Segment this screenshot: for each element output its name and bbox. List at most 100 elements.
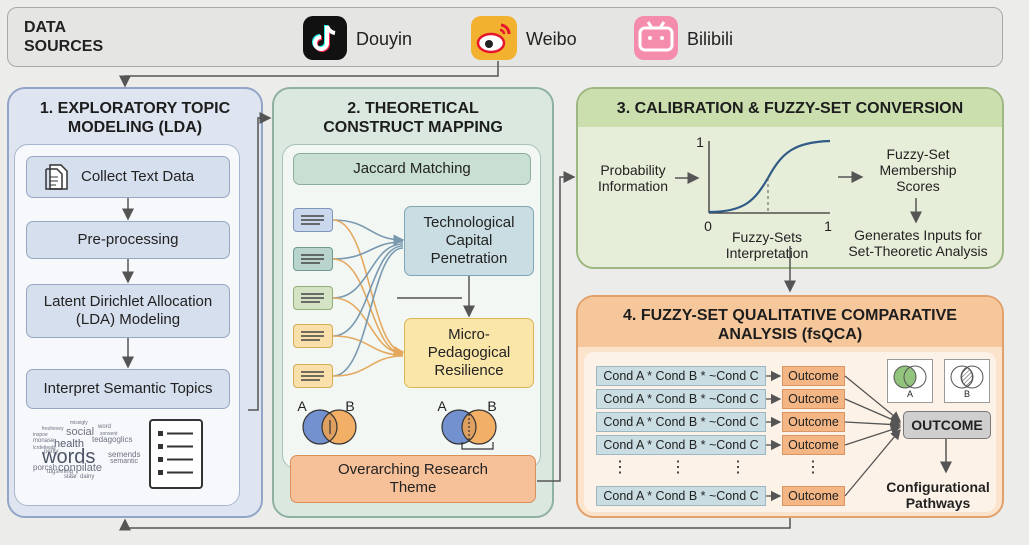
panel2-title-line1: 2. THEORETICAL — [347, 100, 479, 117]
weibo-label: Weibo — [526, 29, 577, 49]
pedagogical-resilience-line3: Resilience — [434, 362, 504, 379]
generates-inputs-label: Generates Inputs for Set-Theoretic Analy… — [838, 227, 998, 259]
interpret-topics-label: Interpret Semantic Topics — [43, 380, 213, 397]
axis-y-top-label: 1 — [696, 134, 704, 150]
fuzzy-interpretation-line2: Interpretation — [725, 245, 809, 261]
venn-intersection-label-b: B — [963, 389, 970, 399]
panel4-header — [578, 297, 1002, 347]
word-cloud: words social health tedagoglics conpilat… — [30, 418, 150, 488]
word-cloud-word: slaar — [64, 474, 78, 480]
collect-text-data-label: Collect Text Data — [81, 168, 195, 185]
axis-x-end-label: 1 — [824, 218, 832, 234]
panel2-title: 2. THEORETICAL CONSTRUCT MAPPING — [276, 99, 550, 137]
topic-list-icon — [149, 419, 203, 489]
panel2-title-line2: CONSTRUCT MAPPING — [323, 119, 503, 136]
outcome-cell: Outcome — [782, 366, 845, 386]
fuzzy-interpretation-line1: Fuzzy-Sets — [731, 229, 802, 245]
condition-row: Cond A * Cond B * ~Cond C — [596, 389, 766, 409]
ellipsis-mark: ⋮ — [730, 459, 746, 476]
data-sources-label-line2: SOURCES — [24, 38, 104, 55]
interpret-topics-step: Interpret Semantic Topics — [26, 369, 230, 409]
outcome-main-label: OUTCOME — [911, 417, 983, 433]
data-sources-label-line1: DATA — [24, 19, 67, 36]
pedagogical-resilience-line1: Micro- — [448, 326, 490, 343]
pedagogical-resilience-line2: Pedagogical — [427, 344, 511, 361]
outcome-main-box: OUTCOME — [903, 411, 991, 439]
panel1-title: 1. EXPLORATORY TOPIC MODELING (LDA) — [10, 99, 260, 137]
word-cloud-word: lcrdetieals — [33, 445, 56, 451]
word-cloud-word: social — [66, 426, 95, 438]
word-cloud-word: dainy — [80, 474, 95, 480]
venn-left — [302, 409, 357, 445]
topic-card — [293, 364, 333, 388]
membership-scores-line1: Fuzzy-Set — [886, 146, 950, 162]
word-cloud-word: tugsnning — [47, 469, 74, 475]
outcome-cell: Outcome — [782, 412, 845, 432]
word-cloud-word: word — [98, 424, 112, 430]
membership-scores-line3: Scores — [896, 178, 940, 194]
word-cloud-word: perlly — [44, 449, 59, 455]
venn-right — [441, 409, 497, 450]
research-theme-box: Overarching Research Theme — [290, 455, 536, 503]
outcome-cell: Outcome — [782, 486, 845, 506]
douyin-icon — [303, 16, 347, 60]
lda-modeling-label-line1: Latent Dirichlet Allocation — [43, 293, 213, 310]
arrow-lda-to-mapping — [248, 112, 272, 411]
word-cloud-word: inspoe — [33, 432, 48, 438]
panel4-title-line2: ANALYSIS (fsQCA) — [717, 326, 863, 343]
arrow-feedback-loop — [119, 518, 791, 531]
panel1-title-line1: 1. EXPLORATORY TOPIC — [39, 100, 231, 117]
technological-capital-box: Technological Capital Penetration — [404, 206, 534, 276]
panel4-title: 4. FUZZY-SET QUALITATIVE COMPARATIVE ANA… — [578, 306, 1002, 344]
data-sources-label: DATA SOURCES — [24, 18, 103, 56]
jaccard-matching-box: Jaccard Matching — [293, 153, 531, 185]
bilibili-label: Bilibili — [687, 29, 734, 49]
topic-card — [293, 208, 333, 232]
fuzzy-interpretation-label: Fuzzy-Sets Interpretation — [712, 229, 822, 261]
venn-intersection-icon — [944, 359, 990, 403]
lda-modeling-step: Latent Dirichlet Allocation (LDA) Modeli… — [26, 284, 230, 338]
topic-card — [293, 286, 333, 310]
word-cloud-word: semends — [108, 450, 141, 459]
topic-card — [293, 324, 333, 348]
pre-processing-step: Pre-processing — [26, 221, 230, 259]
condition-row: Cond A * Cond B * ~Cond C — [596, 486, 766, 506]
document-icon — [41, 162, 71, 192]
generates-inputs-line2: Set-Theoretic Analysis — [848, 243, 988, 259]
panel3-header — [578, 89, 1002, 127]
generates-inputs-line1: Generates Inputs for — [854, 227, 982, 243]
word-cloud-word: words — [42, 446, 96, 468]
jaccard-matching-label: Jaccard Matching — [353, 160, 471, 177]
weibo-icon — [471, 16, 517, 60]
condition-row: Cond A * Cond B * ~Cond C — [596, 435, 766, 455]
technological-capital-line3: Penetration — [430, 250, 508, 267]
venn-right-label-a: A — [437, 398, 447, 414]
arrow-mapping-to-calibration — [537, 171, 576, 482]
venn-left-label-b: B — [345, 398, 355, 414]
douyin-label: Douyin — [356, 29, 413, 49]
research-theme-line1: Overarching Research — [337, 461, 489, 478]
panel3-title: 3. CALIBRATION & FUZZY-SET CONVERSION — [616, 100, 964, 117]
word-cloud-word: monase — [33, 438, 55, 444]
topic-card — [293, 247, 333, 271]
venn-left-label-a: A — [297, 398, 307, 414]
probability-info-label: Probability Information — [588, 162, 678, 194]
word-cloud-word: sonsent — [100, 431, 118, 437]
condition-row: Cond A * Cond B * ~Cond C — [596, 412, 766, 432]
ellipsis-mark: ⋮ — [805, 459, 821, 476]
probability-info-line1: Probability — [600, 162, 666, 178]
membership-scores-line2: Membership — [879, 162, 957, 178]
probability-info-line2: Information — [597, 178, 669, 194]
calibration-curve — [708, 139, 831, 214]
lda-modeling-label-line2: (LDA) Modeling — [75, 311, 181, 328]
word-cloud-word: tedagoglics — [92, 435, 133, 444]
research-theme-line2: Theme — [389, 479, 437, 496]
axis-origin-label: 0 — [704, 218, 712, 234]
membership-scores-label: Fuzzy-Set Membership Scores — [868, 146, 968, 194]
condition-to-outcome-arrows — [766, 370, 782, 502]
bilibili-icon — [634, 16, 678, 60]
matching-curves — [332, 219, 405, 377]
outcome-cell: Outcome — [782, 389, 845, 409]
